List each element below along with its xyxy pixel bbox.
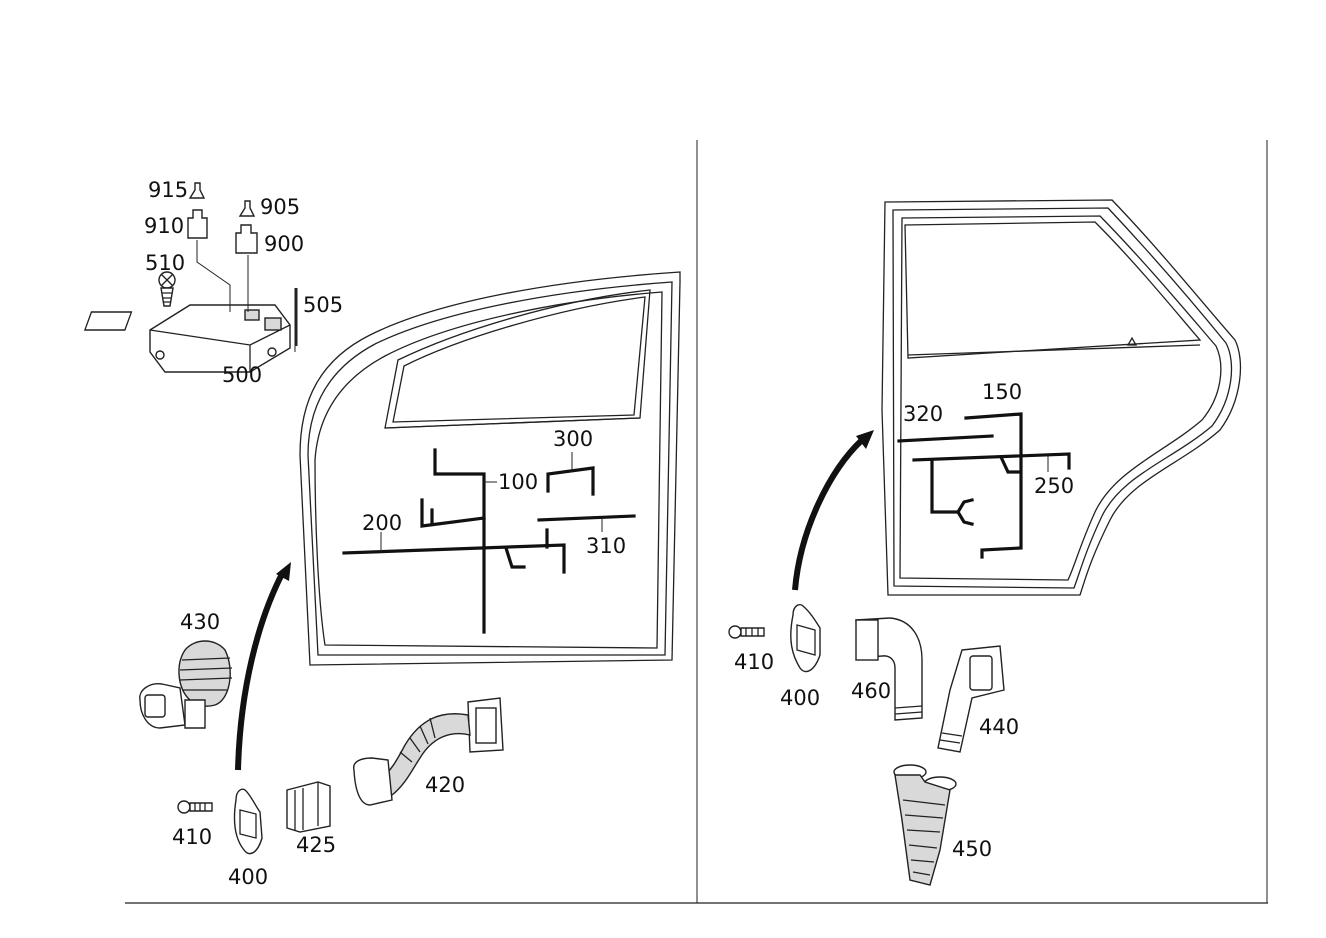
rear-door-harness (897, 412, 1071, 559)
label-505: 505 (303, 293, 343, 317)
rear-routing-arrow (792, 430, 874, 591)
label-425: 425 (296, 833, 336, 857)
grommet-450 (893, 764, 957, 886)
control-module-500 (83, 240, 296, 373)
grommet-440 (937, 645, 1005, 753)
label-420: 420 (425, 773, 465, 797)
right-panel: 150 320 250 410 400 460 440 450 (728, 199, 1242, 886)
label-320: 320 (903, 402, 943, 426)
label-250: 250 (1034, 474, 1074, 498)
label-460: 460 (851, 679, 891, 703)
duct-420 (353, 697, 504, 806)
label-300: 300 (553, 427, 593, 451)
label-430: 430 (180, 610, 220, 634)
front-door-outline (299, 271, 681, 666)
connector-425 (286, 781, 331, 833)
diagram-frame (125, 140, 1268, 904)
bracket-400 (233, 788, 263, 855)
label-400: 400 (228, 865, 268, 889)
front-door-harness (342, 448, 636, 634)
screw-510-icon (158, 271, 176, 307)
label-150: 150 (982, 380, 1022, 404)
label-915: 915 (148, 178, 188, 202)
label-905: 905 (260, 195, 300, 219)
label-500: 500 (222, 363, 262, 387)
left-panel: 915 910 905 900 510 505 500 300 100 200 … (83, 178, 681, 889)
connector-icons-group (158, 182, 298, 346)
label-310: 310 (586, 534, 626, 558)
front-routing-arrow (235, 562, 291, 771)
label-440: 440 (979, 715, 1019, 739)
connector-900-icon (235, 224, 258, 254)
label-510: 510 (145, 251, 185, 275)
plug-905-icon (238, 200, 256, 217)
screw-410-rear (728, 625, 765, 639)
bracket-400-rear (790, 604, 821, 673)
connector-910-icon (187, 209, 208, 239)
label-400-rear: 400 (780, 686, 820, 710)
label-200: 200 (362, 511, 402, 535)
label-100: 100 (498, 470, 538, 494)
label-410: 410 (172, 825, 212, 849)
grommet-460 (855, 617, 923, 721)
label-910: 910 (144, 214, 184, 238)
label-900: 900 (264, 232, 304, 256)
grommet-430 (139, 640, 233, 729)
rear-door-outline (881, 199, 1242, 596)
label-450: 450 (952, 837, 992, 861)
screw-410 (177, 800, 213, 814)
label-410-rear: 410 (734, 650, 774, 674)
plug-915-icon (188, 182, 206, 199)
